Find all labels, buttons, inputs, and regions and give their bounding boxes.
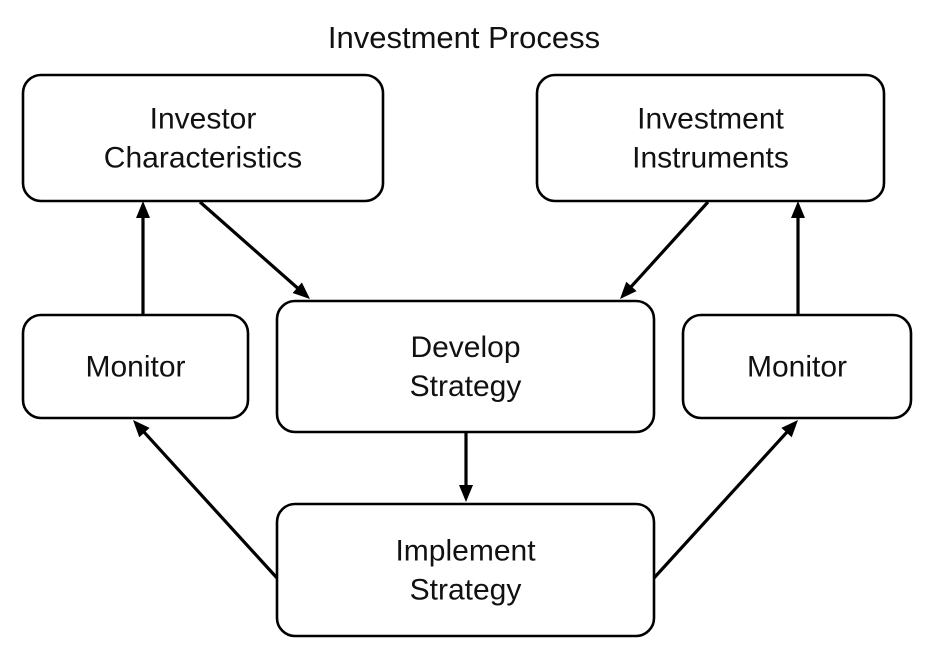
- edge-line-investment-instruments-to-develop-strategy: [628, 200, 710, 290]
- node-label-develop-strategy: Strategy: [410, 370, 522, 403]
- node-label-monitor-left: Monitor: [85, 351, 185, 384]
- edge-investment-instruments-to-develop-strategy: [620, 200, 710, 299]
- edge-line-implement-strategy-to-monitor-left: [141, 429, 279, 580]
- node-box-investor-characteristics: [21, 73, 385, 203]
- edge-investor-characteristics-to-develop-strategy: [198, 200, 310, 299]
- edge-monitor-left-to-investor-characteristics: [136, 201, 150, 315]
- edges-layer: [133, 200, 805, 580]
- edge-implement-strategy-to-monitor-right: [652, 420, 798, 580]
- node-label-implement-strategy: Strategy: [410, 574, 522, 607]
- node-label-develop-strategy: Develop: [410, 331, 520, 364]
- node-monitor-left[interactable]: Monitor: [21, 313, 250, 420]
- node-box-implement-strategy: [275, 502, 656, 638]
- node-box-develop-strategy: [275, 299, 656, 434]
- node-label-monitor-right: Monitor: [747, 351, 847, 384]
- node-label-investor-characteristics: Investor: [150, 103, 257, 136]
- edge-arrowhead-investor-characteristics-to-develop-strategy: [292, 282, 310, 299]
- node-box-monitor-right: [681, 313, 913, 420]
- edge-arrowhead-monitor-left-to-investor-characteristics: [136, 201, 150, 218]
- node-box-investment-instruments: [535, 73, 886, 203]
- edge-arrowhead-implement-strategy-to-monitor-right: [781, 420, 798, 438]
- edge-arrowhead-investment-instruments-to-develop-strategy: [620, 281, 637, 299]
- node-label-implement-strategy: Implement: [395, 535, 536, 568]
- node-box-monitor-left: [21, 313, 250, 420]
- node-label-investment-instruments: Instruments: [632, 142, 789, 175]
- node-label-investor-characteristics: Characteristics: [104, 142, 302, 175]
- edge-line-investor-characteristics-to-develop-strategy: [198, 200, 301, 291]
- node-monitor-right[interactable]: Monitor: [681, 313, 913, 420]
- edge-line-implement-strategy-to-monitor-right: [652, 429, 790, 580]
- edge-arrowhead-implement-strategy-to-monitor-left: [133, 420, 150, 438]
- edge-develop-strategy-to-implement-strategy: [459, 433, 473, 502]
- edge-implement-strategy-to-monitor-left: [133, 420, 279, 580]
- edge-arrowhead-monitor-right-to-investment-instruments: [791, 201, 805, 218]
- edge-arrowhead-develop-strategy-to-implement-strategy: [459, 485, 473, 502]
- node-label-investment-instruments: Investment: [637, 103, 784, 136]
- diagram-title: Investment Process: [328, 20, 600, 55]
- edge-monitor-right-to-investment-instruments: [791, 201, 805, 315]
